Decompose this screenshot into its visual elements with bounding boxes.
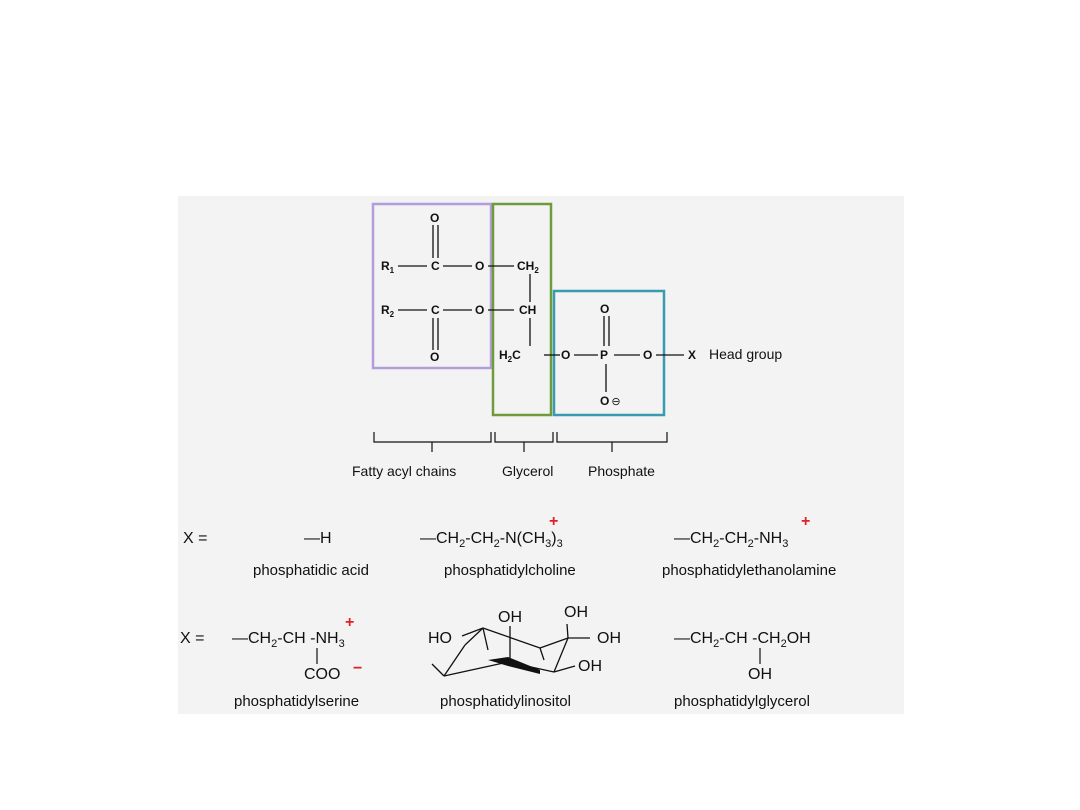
pg-oh: OH bbox=[748, 666, 772, 683]
x-substituent: X bbox=[688, 348, 696, 362]
ps-formula: —CH2-CH -NH3 bbox=[232, 630, 345, 650]
r2-label: R2 bbox=[381, 303, 395, 319]
phosphate-o-right: O bbox=[643, 348, 652, 362]
row2-x-label: X = bbox=[180, 630, 204, 647]
pi-oh-4: OH bbox=[578, 658, 602, 675]
h2c-bottom: H2C bbox=[499, 348, 521, 364]
pc-plus-charge: + bbox=[549, 513, 558, 530]
carbon-bottom: C bbox=[431, 303, 440, 317]
pi-name: phosphatidylinositol bbox=[440, 693, 571, 710]
pc-formula: —CH2-CH2-N(CH3)3 bbox=[420, 530, 563, 550]
phosphate-label: Phosphate bbox=[588, 463, 655, 479]
pi-ho: HO bbox=[428, 630, 452, 647]
pa-name: phosphatidic acid bbox=[253, 562, 369, 579]
pg-name: phosphatidylglycerol bbox=[674, 693, 810, 710]
ch2-top: CH2 bbox=[517, 259, 539, 275]
ps-minus-charge: − bbox=[353, 660, 362, 677]
fatty-acyl-box bbox=[371, 202, 493, 370]
diagram-panel bbox=[178, 196, 904, 714]
phosphate-o-top: O bbox=[600, 302, 609, 316]
r1-label: R1 bbox=[381, 259, 395, 275]
ps-name: phosphatidylserine bbox=[234, 693, 359, 710]
pe-formula: —CH2-CH2-NH3 bbox=[674, 530, 788, 550]
carbon-top: C bbox=[431, 259, 440, 273]
pe-name: phosphatidylethanolamine bbox=[662, 562, 836, 579]
ps-coo: COO bbox=[304, 666, 340, 683]
ps-plus-charge: + bbox=[345, 614, 354, 631]
brackets bbox=[373, 432, 668, 452]
carbonyl-o-bottom: O bbox=[430, 350, 439, 364]
glycerol-label: Glycerol bbox=[502, 463, 553, 479]
pi-oh-2: OH bbox=[564, 604, 588, 621]
phosphate-o-minus: O⊖ bbox=[600, 394, 621, 408]
fatty-acyl-label: Fatty acyl chains bbox=[352, 463, 456, 479]
pc-name: phosphatidylcholine bbox=[444, 562, 576, 579]
inositol-bold-edge bbox=[488, 657, 540, 674]
pg-formula: —CH2-CH -CH2OH bbox=[674, 630, 811, 650]
phosphate-box bbox=[552, 289, 666, 417]
carbonyl-o-top: O bbox=[430, 211, 439, 225]
ester-bonds bbox=[398, 225, 684, 392]
pi-oh-1: OH bbox=[498, 609, 522, 626]
ch-middle: CH bbox=[519, 303, 536, 317]
head-group-label: Head group bbox=[709, 346, 782, 362]
inositol-ring bbox=[431, 623, 590, 677]
pe-plus-charge: + bbox=[801, 513, 810, 530]
pi-oh-3: OH bbox=[597, 630, 621, 647]
row2-bonds bbox=[316, 648, 761, 664]
pa-formula: —H bbox=[304, 530, 332, 547]
ester-o-bottom: O bbox=[475, 303, 484, 317]
phosphorus: P bbox=[600, 348, 608, 362]
row1-x-label: X = bbox=[183, 530, 207, 547]
phosphate-ester-o: O bbox=[561, 348, 570, 362]
ester-o-top: O bbox=[475, 259, 484, 273]
